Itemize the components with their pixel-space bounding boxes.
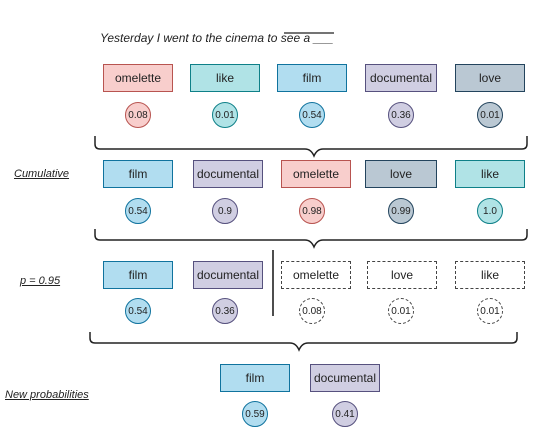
dropped-token-box-love: love xyxy=(367,261,437,289)
cumulative-circle-film: 0.54 xyxy=(125,198,151,224)
cumulative-circle-like: 1.0 xyxy=(477,198,503,224)
dropped-token-box-omelette: omelette xyxy=(281,261,351,289)
token-box-like: like xyxy=(455,160,525,188)
token-box-documental: documental xyxy=(193,160,263,188)
brace-row-1 xyxy=(94,136,528,158)
token-box-film: film xyxy=(220,364,290,392)
cumulative-circle-documental: 0.9 xyxy=(212,198,238,224)
token-box-film: film xyxy=(103,261,173,289)
cumulative-circle-love: 0.99 xyxy=(388,198,414,224)
prob-circle-documental: 0.36 xyxy=(388,102,414,128)
prob-circle-love: 0.01 xyxy=(477,102,503,128)
token-box-love: love xyxy=(365,160,437,188)
dropped-prob-circle-love: 0.01 xyxy=(388,298,414,324)
dropped-prob-circle-like: 0.01 xyxy=(477,298,503,324)
token-box-documental: documental xyxy=(365,64,437,92)
new-probabilities-label: New probabilities xyxy=(5,389,89,401)
prob-circle-film: 0.54 xyxy=(125,298,151,324)
cumulative-circle-omelette: 0.98 xyxy=(299,198,325,224)
dropped-prob-circle-omelette: 0.08 xyxy=(299,298,325,324)
token-box-like: like xyxy=(190,64,260,92)
prob-circle-film: 0.54 xyxy=(299,102,325,128)
new-prob-circle-documental: 0.41 xyxy=(332,401,358,427)
prob-circle-omelette: 0.08 xyxy=(125,102,151,128)
new-prob-circle-film: 0.59 xyxy=(242,401,268,427)
token-box-love: love xyxy=(455,64,525,92)
token-box-film: film xyxy=(277,64,347,92)
prob-circle-documental: 0.36 xyxy=(212,298,238,324)
threshold-label: p = 0.95 xyxy=(20,275,61,287)
prob-circle-like: 0.01 xyxy=(212,102,238,128)
cumulative-label: Cumulative xyxy=(14,168,70,180)
token-box-documental: documental xyxy=(310,364,380,392)
token-box-film: film xyxy=(103,160,173,188)
token-box-documental: documental xyxy=(193,261,263,289)
token-box-omelette: omelette xyxy=(103,64,173,92)
prompt-sentence: Yesterday I went to the cinema to see a … xyxy=(100,31,334,45)
token-box-omelette: omelette xyxy=(281,160,351,188)
dropped-token-box-like: like xyxy=(455,261,525,289)
brace-row-2 xyxy=(94,229,528,249)
brace-row-3 xyxy=(89,332,518,352)
